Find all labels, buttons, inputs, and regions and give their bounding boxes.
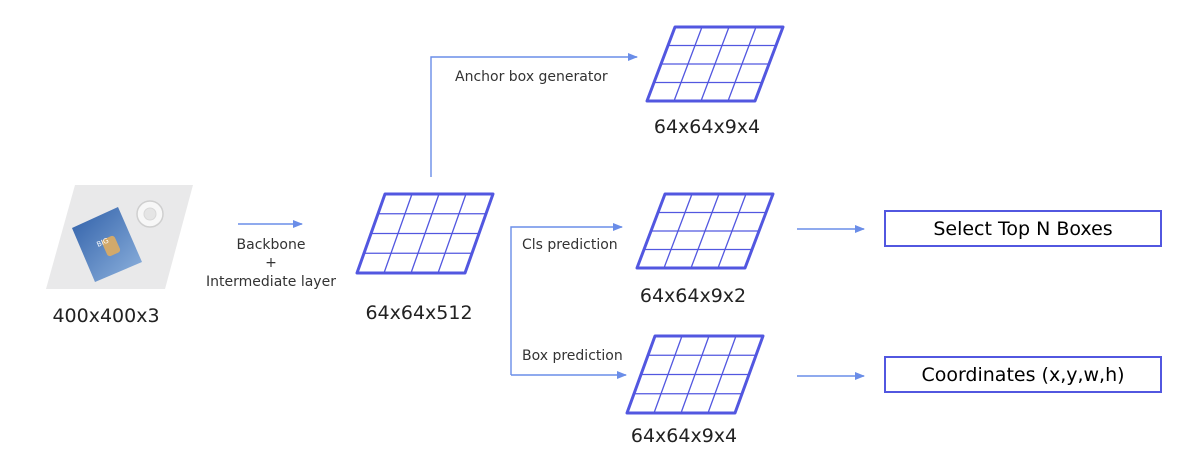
anchor-size-label: 64x64x9x4 [653,116,761,138]
backbone-label: Backbone [236,237,306,253]
ring-icon [136,200,164,228]
grid-line [717,193,747,269]
cls-prediction-label: Cls prediction [522,237,618,253]
coordinates-node: Coordinates (x,y,w,h) [884,356,1162,393]
intermediate-layer-label: Intermediate layer [206,274,336,290]
snack-bag-icon: BIG [72,207,142,282]
arrow-to-cls [510,223,623,375]
grid-border [635,192,775,270]
input-image: BIG [46,185,193,289]
grid-border [625,334,765,415]
input-size-label: 400x400x3 [52,305,160,327]
grid-line [727,26,757,102]
feature-map-size-label: 64x64x512 [365,302,473,324]
anchor-grid [645,25,785,103]
cls-size-label: 64x64x9x2 [639,285,747,307]
cls-grid [635,192,775,270]
arrow-to-anchor [430,53,638,177]
arrows [238,53,865,380]
anchor-generator-label: Anchor box generator [455,69,608,85]
backbone-plus-label: + [265,255,277,271]
select-top-n-boxes-node: Select Top N Boxes [884,210,1162,247]
grid-border [355,192,495,275]
grid-line [707,335,737,414]
feature-map-grid [355,192,495,275]
box-size-label: 64x64x9x4 [630,425,738,447]
grid-border [645,25,785,103]
grid-line [437,193,467,274]
box-grid [625,334,765,415]
box-prediction-label: Box prediction [522,348,623,364]
